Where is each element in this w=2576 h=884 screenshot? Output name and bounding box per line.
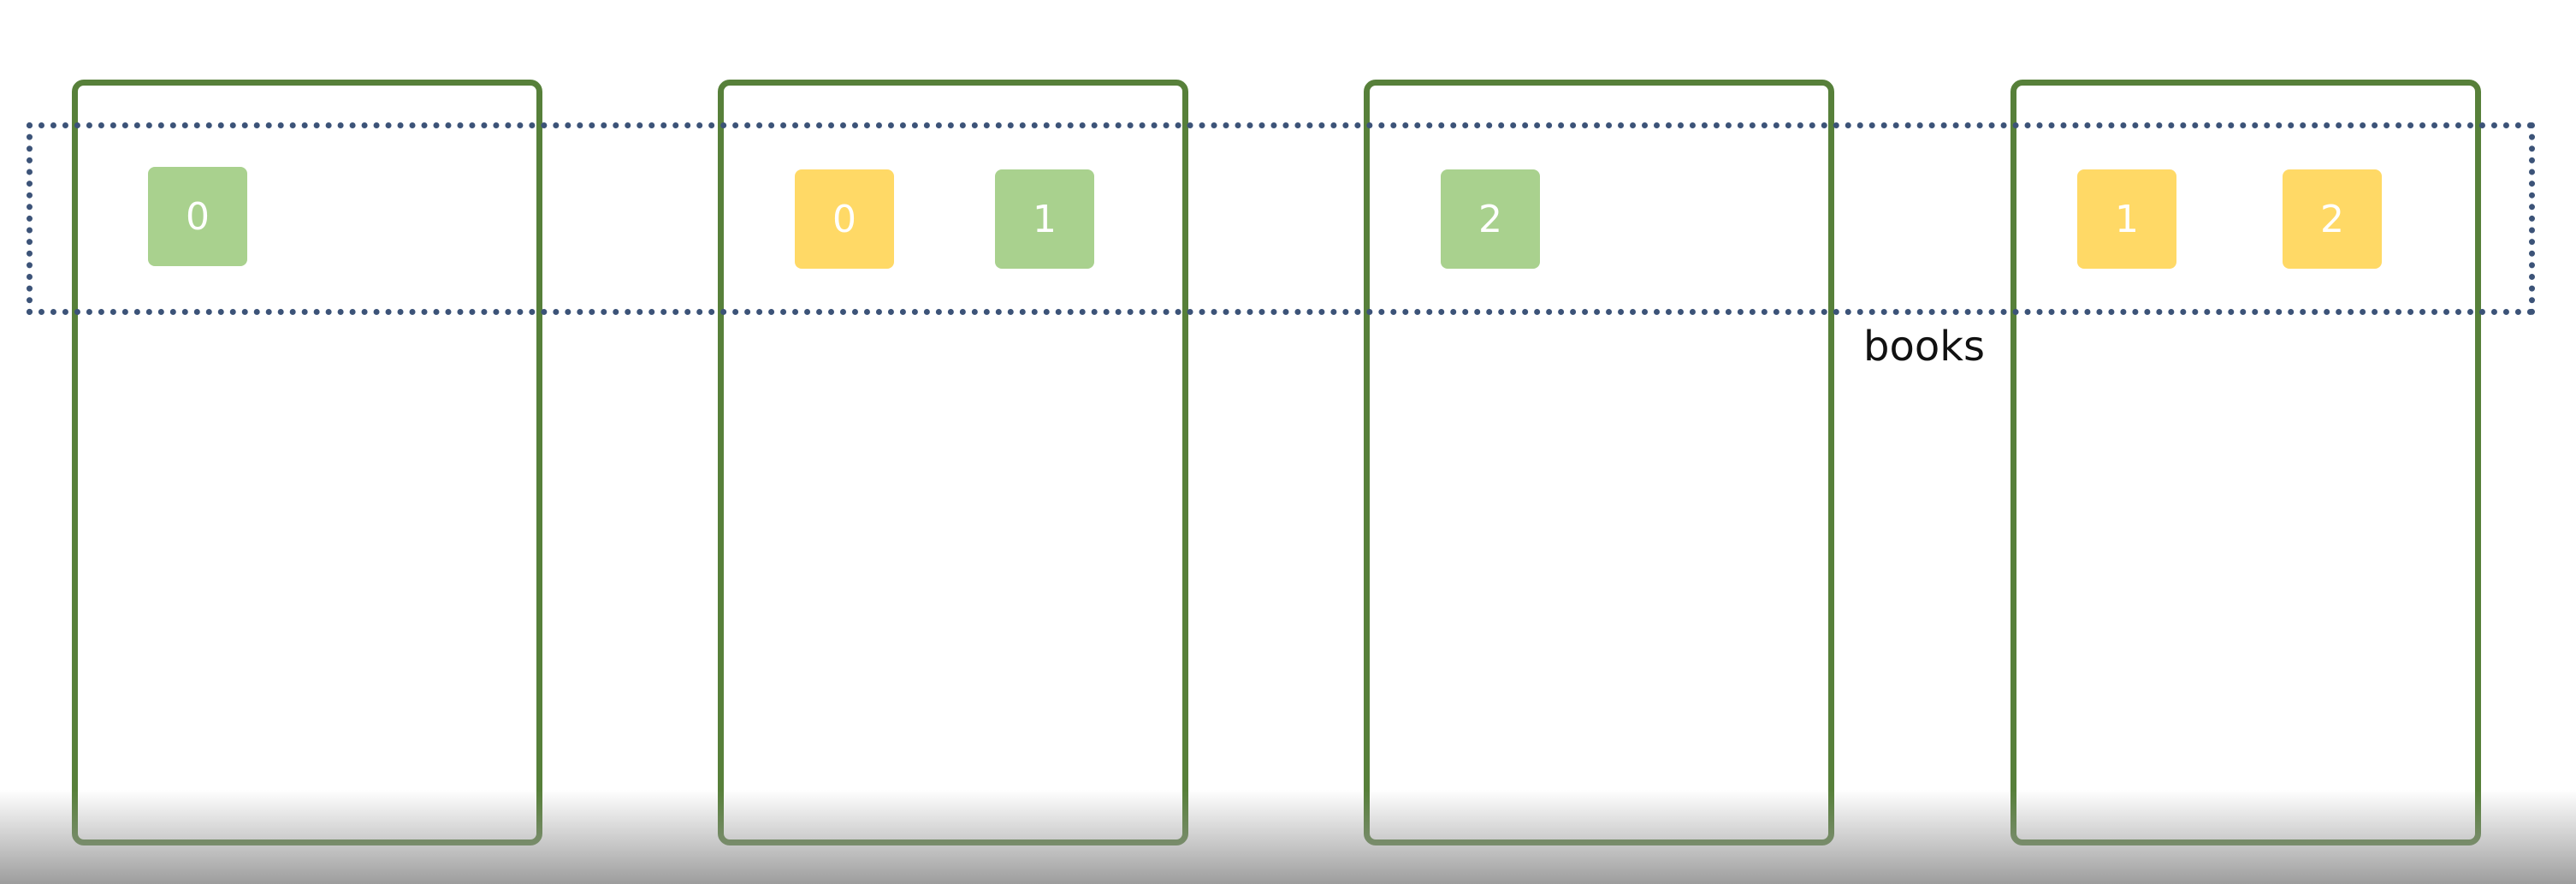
replica-shard: 0 <box>795 169 894 269</box>
replica-shard: 2 <box>2283 169 2382 269</box>
primary-shard: 2 <box>1441 169 1540 269</box>
primary-shard: 0 <box>148 167 247 266</box>
collection-label: books <box>1863 323 1986 371</box>
primary-shard: 1 <box>995 169 1094 269</box>
collection-boundary <box>27 122 2535 315</box>
replica-shard: 1 <box>2077 169 2176 269</box>
